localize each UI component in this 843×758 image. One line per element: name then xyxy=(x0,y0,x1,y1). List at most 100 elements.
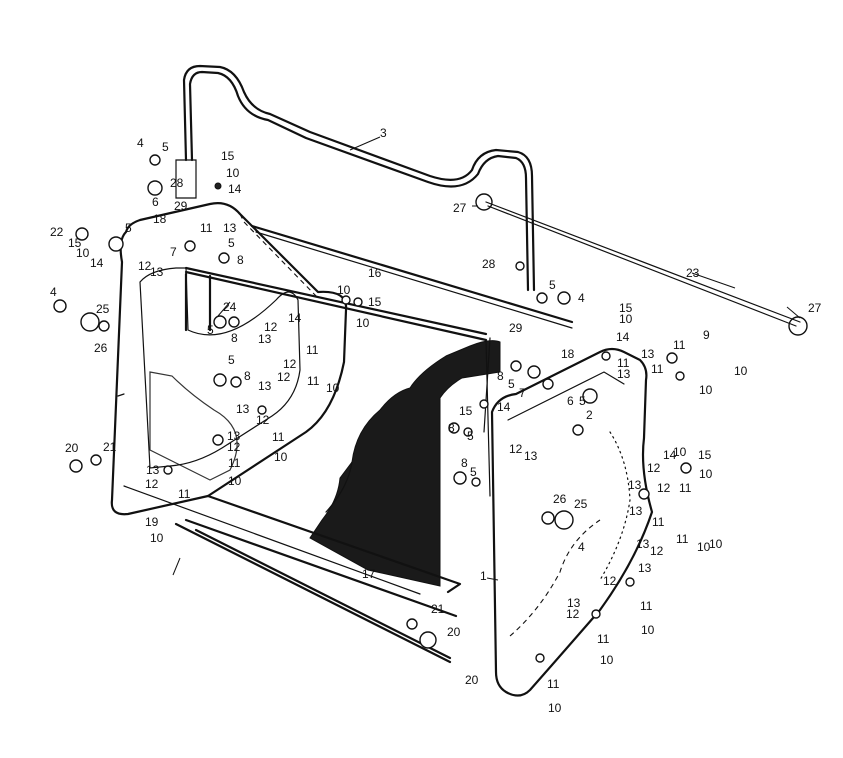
callout-26: 26 xyxy=(94,341,108,355)
callout-9: 9 xyxy=(703,328,710,342)
callout-11: 11 xyxy=(673,338,686,352)
callout-3: 3 xyxy=(380,126,387,140)
callout-8: 8 xyxy=(461,456,468,470)
callout-13: 13 xyxy=(641,347,655,361)
callout-13: 13 xyxy=(258,332,272,346)
callout-11: 11 xyxy=(547,677,560,691)
callout-13: 13 xyxy=(146,463,160,477)
callout-11: 11 xyxy=(597,632,610,646)
callout-7: 7 xyxy=(170,245,177,259)
callout-5: 5 xyxy=(470,465,477,479)
callout-13: 13 xyxy=(258,379,272,393)
callout-11: 11 xyxy=(640,599,653,613)
callout-20: 20 xyxy=(465,673,479,687)
callout-7: 7 xyxy=(519,386,526,400)
callout-13: 13 xyxy=(638,561,652,575)
callout-17: 17 xyxy=(362,567,376,581)
callout-11: 11 xyxy=(617,356,630,370)
callout-15: 15 xyxy=(221,149,235,163)
callout-1: 1 xyxy=(480,569,487,583)
callout-6: 6 xyxy=(152,195,159,209)
callout-5: 5 xyxy=(579,394,586,408)
callout-14: 14 xyxy=(90,256,104,270)
callout-10: 10 xyxy=(673,445,687,459)
handle-bar xyxy=(175,64,536,292)
callout-15: 15 xyxy=(459,404,473,418)
callout-11: 11 xyxy=(676,532,689,546)
callout-10: 10 xyxy=(337,283,351,297)
callout-18: 18 xyxy=(153,212,167,226)
callout-21: 21 xyxy=(103,440,117,454)
callout-10: 10 xyxy=(600,653,614,667)
rod-23 xyxy=(485,201,801,323)
frame-rods xyxy=(123,224,574,664)
callout-11: 11 xyxy=(272,430,285,444)
right-side-panel xyxy=(490,347,654,697)
callout-12: 12 xyxy=(603,574,617,588)
callout-2: 2 xyxy=(586,408,593,422)
callout-29: 29 xyxy=(509,321,523,335)
callout-25: 25 xyxy=(574,497,588,511)
callout-10: 10 xyxy=(274,450,288,464)
callout-12: 12 xyxy=(566,607,580,621)
callout-11: 11 xyxy=(306,343,319,357)
callout-8: 8 xyxy=(448,421,455,435)
callout-12: 12 xyxy=(227,440,241,454)
callout-10: 10 xyxy=(226,166,240,180)
callout-12: 12 xyxy=(138,259,152,273)
callout-12: 12 xyxy=(256,413,270,427)
callout-5: 5 xyxy=(162,140,169,154)
callout-13: 13 xyxy=(524,449,538,463)
callout-10: 10 xyxy=(699,383,713,397)
callout-13: 13 xyxy=(223,221,237,235)
callout-13: 13 xyxy=(636,537,650,551)
callout-12: 12 xyxy=(509,442,523,456)
callout-10: 10 xyxy=(228,474,242,488)
callout-12: 12 xyxy=(650,544,664,558)
callout-28: 28 xyxy=(482,257,496,271)
callout-13: 13 xyxy=(629,504,643,518)
callout-4: 4 xyxy=(50,285,57,299)
callout-4: 4 xyxy=(137,136,144,150)
callout-13: 13 xyxy=(617,367,631,381)
callout-16: 16 xyxy=(368,266,382,280)
callout-10: 10 xyxy=(326,381,340,395)
callout-26: 26 xyxy=(553,492,567,506)
callout-14: 14 xyxy=(228,182,242,196)
callout-15: 15 xyxy=(368,295,382,309)
callout-13: 13 xyxy=(150,265,164,279)
callout-12: 12 xyxy=(145,477,159,491)
callout-29: 29 xyxy=(174,199,188,213)
callout-11: 11 xyxy=(228,456,241,470)
callout-10: 10 xyxy=(76,246,90,260)
mesh-net xyxy=(149,340,501,587)
callout-labels: 3 4 5 15 10 14 6 28 29 18 11 13 22 15 10… xyxy=(50,126,822,715)
callout-13: 13 xyxy=(227,429,241,443)
callout-6: 6 xyxy=(567,394,574,408)
callout-12: 12 xyxy=(277,370,291,384)
callout-19: 19 xyxy=(145,515,159,529)
callout-20: 20 xyxy=(65,441,79,455)
callout-10: 10 xyxy=(709,537,723,551)
callout-11: 11 xyxy=(307,374,320,388)
callout-10: 10 xyxy=(548,701,562,715)
callout-5: 5 xyxy=(207,323,214,337)
callout-10: 10 xyxy=(699,467,713,481)
callout-5: 5 xyxy=(467,429,474,443)
callout-23: 23 xyxy=(686,266,700,280)
callout-13: 13 xyxy=(236,402,250,416)
callout-8: 8 xyxy=(237,253,244,267)
callout-5: 5 xyxy=(508,377,515,391)
callout-4: 4 xyxy=(578,291,585,305)
callout-14: 14 xyxy=(288,311,302,325)
callout-8: 8 xyxy=(497,369,504,383)
callout-5: 5 xyxy=(125,221,132,235)
callout-28: 28 xyxy=(170,176,184,190)
callout-20: 20 xyxy=(447,625,461,639)
callout-14: 14 xyxy=(497,400,511,414)
callout-15: 15 xyxy=(68,236,82,250)
callout-11: 11 xyxy=(679,481,692,495)
callout-10: 10 xyxy=(734,364,748,378)
callout-22: 22 xyxy=(50,225,64,239)
